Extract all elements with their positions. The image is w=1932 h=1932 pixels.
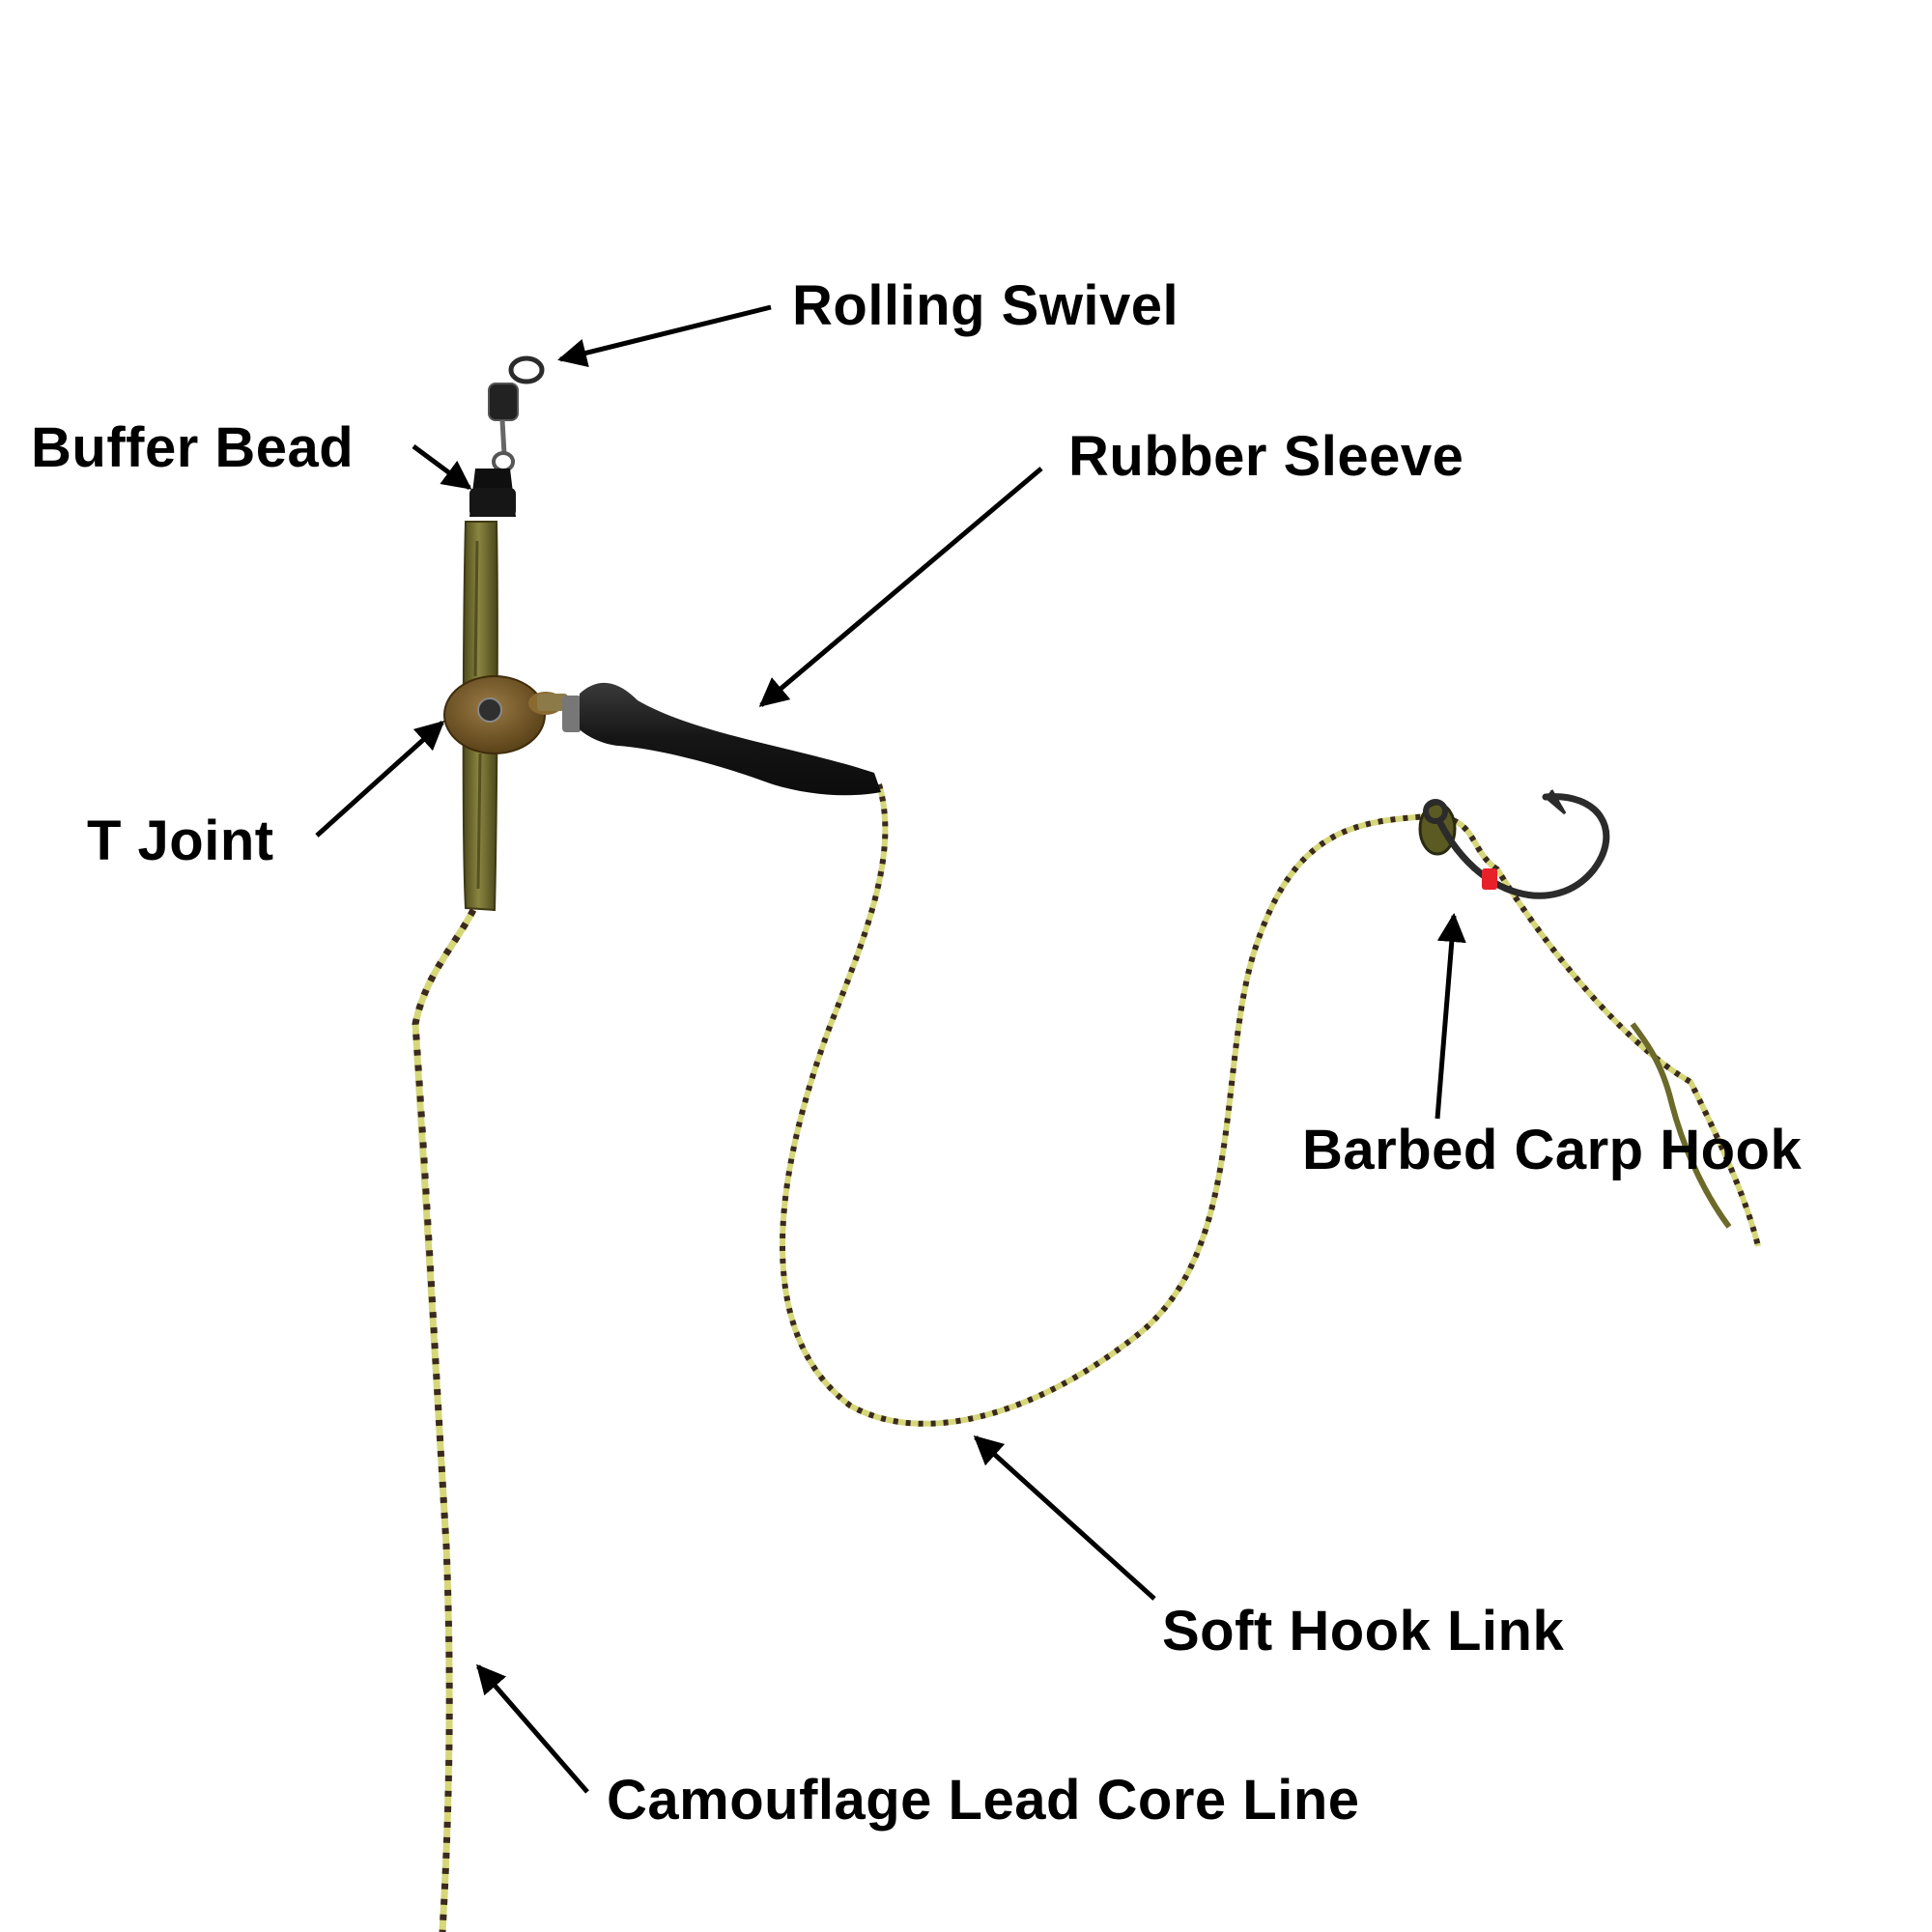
- label-rubber-sleeve: Rubber Sleeve: [1068, 425, 1464, 488]
- arrow-rubber-sleeve: [758, 467, 1043, 707]
- buffer-bead: [469, 469, 516, 517]
- t-joint: [443, 675, 568, 754]
- label-t-joint: T Joint: [87, 810, 274, 872]
- hook: [1423, 789, 1610, 899]
- hook-link: [780, 783, 1761, 1427]
- lead-core-line: [412, 908, 477, 1932]
- arrow-barbed-carp-hook: [1435, 913, 1466, 1120]
- rolling-swivel: [488, 355, 545, 472]
- label-barbed-carp-hook: Barbed Carp Hook: [1302, 1119, 1803, 1181]
- pointer-arrows: [315, 304, 1466, 1794]
- arrow-rolling-swivel: [557, 304, 772, 368]
- arrow-buffer-bead: [412, 443, 472, 491]
- arrow-t-joint: [315, 720, 445, 838]
- arrow-camouflage-lead-core-line: [476, 1663, 589, 1794]
- label-camouflage-lead-core-line: Camouflage Lead Core Line: [607, 1769, 1360, 1832]
- label-buffer-bead: Buffer Bead: [31, 416, 355, 479]
- label-rolling-swivel: Rolling Swivel: [792, 274, 1179, 337]
- rubber-sleeve: [562, 682, 881, 796]
- arrow-soft-hook-link: [973, 1435, 1156, 1601]
- label-soft-hook-link: Soft Hook Link: [1162, 1600, 1565, 1662]
- hook-stop-bead: [1482, 868, 1497, 890]
